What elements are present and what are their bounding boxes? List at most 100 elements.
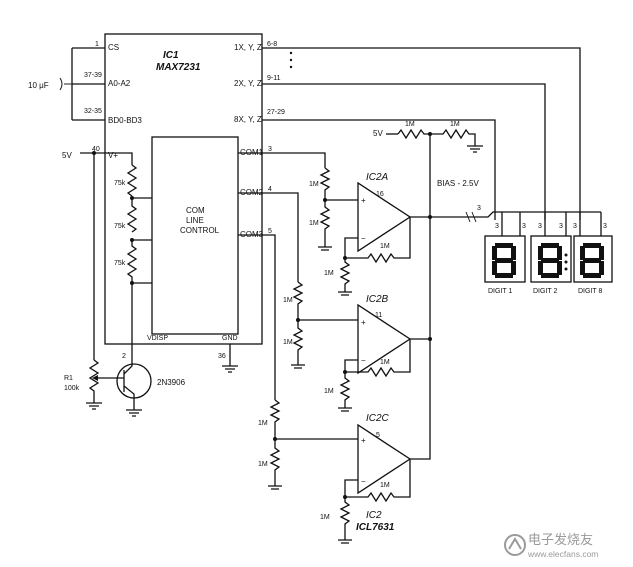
- amp-a-name: IC2A: [366, 172, 389, 183]
- gnd-label: GND: [222, 335, 238, 342]
- digit2-glyph: [538, 243, 562, 278]
- ground-amp-a-in: [318, 246, 332, 251]
- digit8-label: DIGIT 8: [578, 288, 602, 295]
- amp-c-r-ground-label: 1M: [320, 514, 330, 521]
- watermark-url: www.elecfans.com: [527, 549, 598, 559]
- pin-vplus: V+: [108, 151, 118, 160]
- pin-num-cs: 1: [95, 41, 99, 48]
- amp-c-r-top-label: 1M: [258, 420, 268, 427]
- amp-c-triangle: [357, 423, 412, 495]
- control-line-3: CONTROL: [180, 226, 220, 235]
- amp-a-r-feedback: [345, 217, 411, 264]
- amp-c-r-top: [269, 399, 281, 439]
- bias-label: BIAS - 2.5V: [437, 179, 479, 188]
- control-line-2: LINE: [186, 216, 204, 225]
- bus-num-2: 3: [522, 223, 526, 230]
- bus-num-3: 3: [538, 223, 542, 230]
- digit1-glyph: [492, 243, 516, 278]
- pin-num-vplus: 40: [92, 146, 100, 153]
- transistor-label: 2N3906: [157, 378, 186, 387]
- amp-a-minus: −: [361, 234, 366, 243]
- pin-cs: CS: [108, 43, 119, 52]
- pin-2xyz: 2X, Y, Z: [234, 79, 262, 88]
- com-line-control-block: [151, 136, 239, 335]
- amp-b-r-top: [292, 281, 304, 320]
- common-bus: [475, 211, 601, 218]
- amp-c-r-ground: [339, 497, 351, 540]
- cap-label: 10 μF: [28, 81, 49, 90]
- pin-a0a2: A0-A2: [108, 79, 131, 88]
- amp-a-r-feedback-label: 1M: [380, 243, 390, 250]
- pot-r1: [88, 359, 100, 403]
- ground-ic1: [222, 365, 238, 373]
- amp-b-pin: 11: [375, 312, 382, 319]
- bus-num-4: 3: [559, 223, 563, 230]
- bus-digit2: [262, 83, 546, 220]
- amp-b-plus: +: [361, 318, 366, 327]
- ic1-body: [104, 33, 263, 345]
- ladder-label-1: 75k: [114, 180, 126, 187]
- ladder-label-2: 75k: [114, 223, 126, 230]
- amp-a-r-ground: [339, 258, 351, 292]
- digit1-display: [484, 235, 526, 283]
- amp-a-r-top-label: 1M: [309, 181, 319, 188]
- ladder-resistor-1: [126, 164, 138, 197]
- amp-a-pin: 16: [376, 191, 384, 198]
- amp-c-name: IC2C: [366, 413, 390, 424]
- amp-a-plus: +: [361, 196, 366, 205]
- amp-a-r-bottom-label: 1M: [309, 220, 319, 227]
- ground-amp-a: [338, 291, 352, 296]
- pin-num-8xyz: 27-29: [267, 109, 285, 116]
- bus-digit1: [262, 119, 496, 220]
- pin-num-2xyz: 9-11: [267, 75, 281, 82]
- vdisp-label: VDISP: [147, 335, 168, 342]
- gnd-pin: 36: [218, 353, 226, 360]
- digit2-label: DIGIT 2: [533, 288, 557, 295]
- bus-digit8: [262, 47, 581, 220]
- ladder-resistor-2: [126, 198, 138, 233]
- pin-num-1xyz: 6-8: [267, 41, 277, 48]
- amp-b-r-ground-label: 1M: [324, 388, 334, 395]
- pin-bd0bd3: BD0-BD3: [108, 116, 142, 125]
- amp-c-r-feedback-label: 1M: [380, 482, 390, 489]
- watermark-text: 电子发烧友: [528, 532, 593, 547]
- digit1-label: DIGIT 1: [488, 288, 512, 295]
- bus-count: 3: [477, 205, 481, 212]
- bias-resistor-2: [430, 128, 476, 146]
- pin-num-com3: 5: [268, 228, 272, 235]
- amp-a-triangle: [357, 181, 412, 253]
- bias-5v: 5V: [373, 129, 383, 138]
- pot-value: 100k: [64, 385, 80, 392]
- amp-b-r-feedback-label: 1M: [380, 359, 390, 366]
- watermark-logo: [504, 534, 526, 556]
- amp-c-r-bottom-label: 1M: [258, 461, 268, 468]
- amp-c-r-feedback: [345, 459, 411, 503]
- ic1-part: MAX7231: [156, 62, 201, 73]
- amp-b-r-feedback: [345, 339, 411, 378]
- ground-pot: [86, 402, 102, 410]
- ground-amp-b: [338, 407, 352, 412]
- ground-transistor: [126, 409, 142, 417]
- bias-r1-label: 1M: [405, 121, 415, 128]
- amp-b-r-bottom: [292, 320, 304, 365]
- pot-name: R1: [64, 375, 73, 382]
- amp-a-r-top: [319, 167, 331, 200]
- pin-num-com1: 3: [268, 146, 272, 153]
- ground-amp-c-in: [268, 485, 282, 490]
- amp-b-name: IC2B: [366, 294, 389, 305]
- pin-1xyz: 1X, Y, Z: [234, 43, 262, 52]
- ground-amp-b-in: [291, 364, 305, 369]
- amp-b-minus: −: [361, 356, 366, 365]
- supply-5v-left: 5V: [62, 151, 72, 160]
- pin-num-bd: 32-35: [84, 108, 102, 115]
- ic2-part: ICL7631: [356, 522, 395, 533]
- ladder-label-3: 75k: [114, 260, 126, 267]
- ground-amp-c: [338, 539, 352, 544]
- amp-b-r-top-label: 1M: [283, 297, 293, 304]
- transistor-body: [116, 363, 152, 399]
- amp-a-r-ground-label: 1M: [324, 270, 334, 277]
- vdisp-pin: 2: [122, 353, 126, 360]
- amp-b-r-ground: [339, 372, 351, 408]
- bus-num-1: 3: [495, 223, 499, 230]
